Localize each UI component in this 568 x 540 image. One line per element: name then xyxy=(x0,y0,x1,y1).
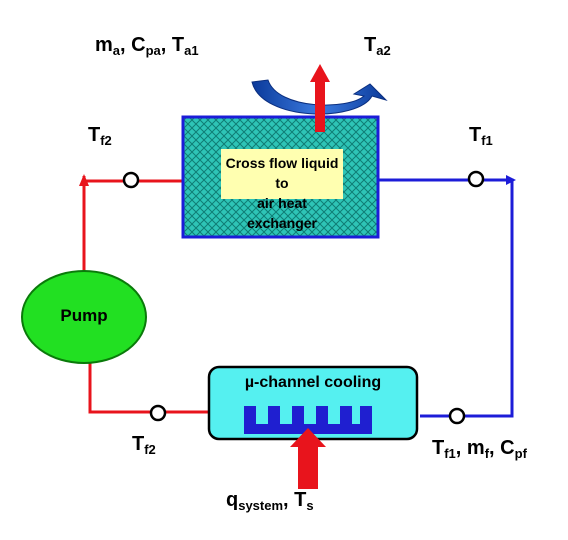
cooler-right-node xyxy=(448,407,466,425)
air-flow-arrow xyxy=(251,79,388,115)
hx-left-temp-label: Tf2 xyxy=(88,124,112,148)
cooler-right-temp-symbol: T xyxy=(432,437,445,459)
hx-left-temp-symbol: T xyxy=(88,124,101,146)
cooler-left-temp-label: Tf2 xyxy=(132,433,156,457)
hx-right-temp-symbol: T xyxy=(469,124,482,146)
heat-input-label: qsystem, Ts xyxy=(226,489,314,513)
cooler-left-temp-sub: f2 xyxy=(144,442,156,457)
air-cp-symbol: C xyxy=(131,34,146,56)
cooler-left-temp-symbol: T xyxy=(132,433,145,455)
air-heat-arrow-shaft xyxy=(315,80,325,132)
fluid-mass-sub: f xyxy=(484,446,490,461)
fluid-mass-symbol: m xyxy=(466,437,485,459)
cooler-left-node xyxy=(149,404,167,422)
hot-pipe-lower xyxy=(88,362,209,414)
cooler-label: µ-channel cooling xyxy=(244,374,382,391)
heat-exchanger-label-line2: air heat exchanger xyxy=(246,195,318,231)
air-heat-arrow-head xyxy=(310,64,330,82)
air-inlet-label: ma, Cpa, Ta1 xyxy=(95,34,199,58)
heat-q-symbol: q xyxy=(226,489,239,511)
heat-input-arrow-head xyxy=(290,428,326,447)
hot-pipe-upper xyxy=(82,179,183,272)
heat-input-arrow-shaft xyxy=(298,445,318,489)
cooler-right-temp-sub: f1 xyxy=(444,446,456,461)
heat-exchanger-label-line1: Cross flow liquid to xyxy=(225,155,339,191)
heat-exchanger-label-bg xyxy=(221,149,343,199)
hx-right-node xyxy=(467,170,485,188)
surface-temp-sub: s xyxy=(306,498,314,513)
air-outlet-temp-sub: a2 xyxy=(376,43,391,58)
hx-right-temp-sub: f1 xyxy=(481,133,493,148)
pump-body xyxy=(21,270,147,364)
heat-q-sub: system xyxy=(238,498,284,513)
air-inlet-temp-sub: a1 xyxy=(184,43,199,58)
air-cp-sub: pa xyxy=(145,43,161,58)
hx-right-temp-label: Tf1 xyxy=(469,124,493,148)
surface-temp-symbol: T xyxy=(294,489,307,511)
heat-exchanger-label: Cross flow liquid to air heat exchanger xyxy=(221,153,343,233)
heat-exchanger-box xyxy=(181,115,380,239)
fluid-cp-symbol: C xyxy=(500,437,515,459)
air-mass-sub: a xyxy=(112,43,121,58)
pump-label: Pump xyxy=(60,306,108,325)
air-outlet-temp-symbol: T xyxy=(364,34,377,56)
air-mass-symbol: m xyxy=(95,34,113,56)
hx-left-temp-sub: f2 xyxy=(100,133,112,148)
hx-left-node xyxy=(122,171,140,189)
air-outlet-label: Ta2 xyxy=(364,34,391,58)
cooler-right-label: Tf1, mf, Cpf xyxy=(432,437,527,461)
air-inlet-temp-symbol: T xyxy=(171,34,185,56)
fluid-cp-sub: pf xyxy=(514,446,527,461)
cold-pipe-arrowhead xyxy=(506,175,516,185)
